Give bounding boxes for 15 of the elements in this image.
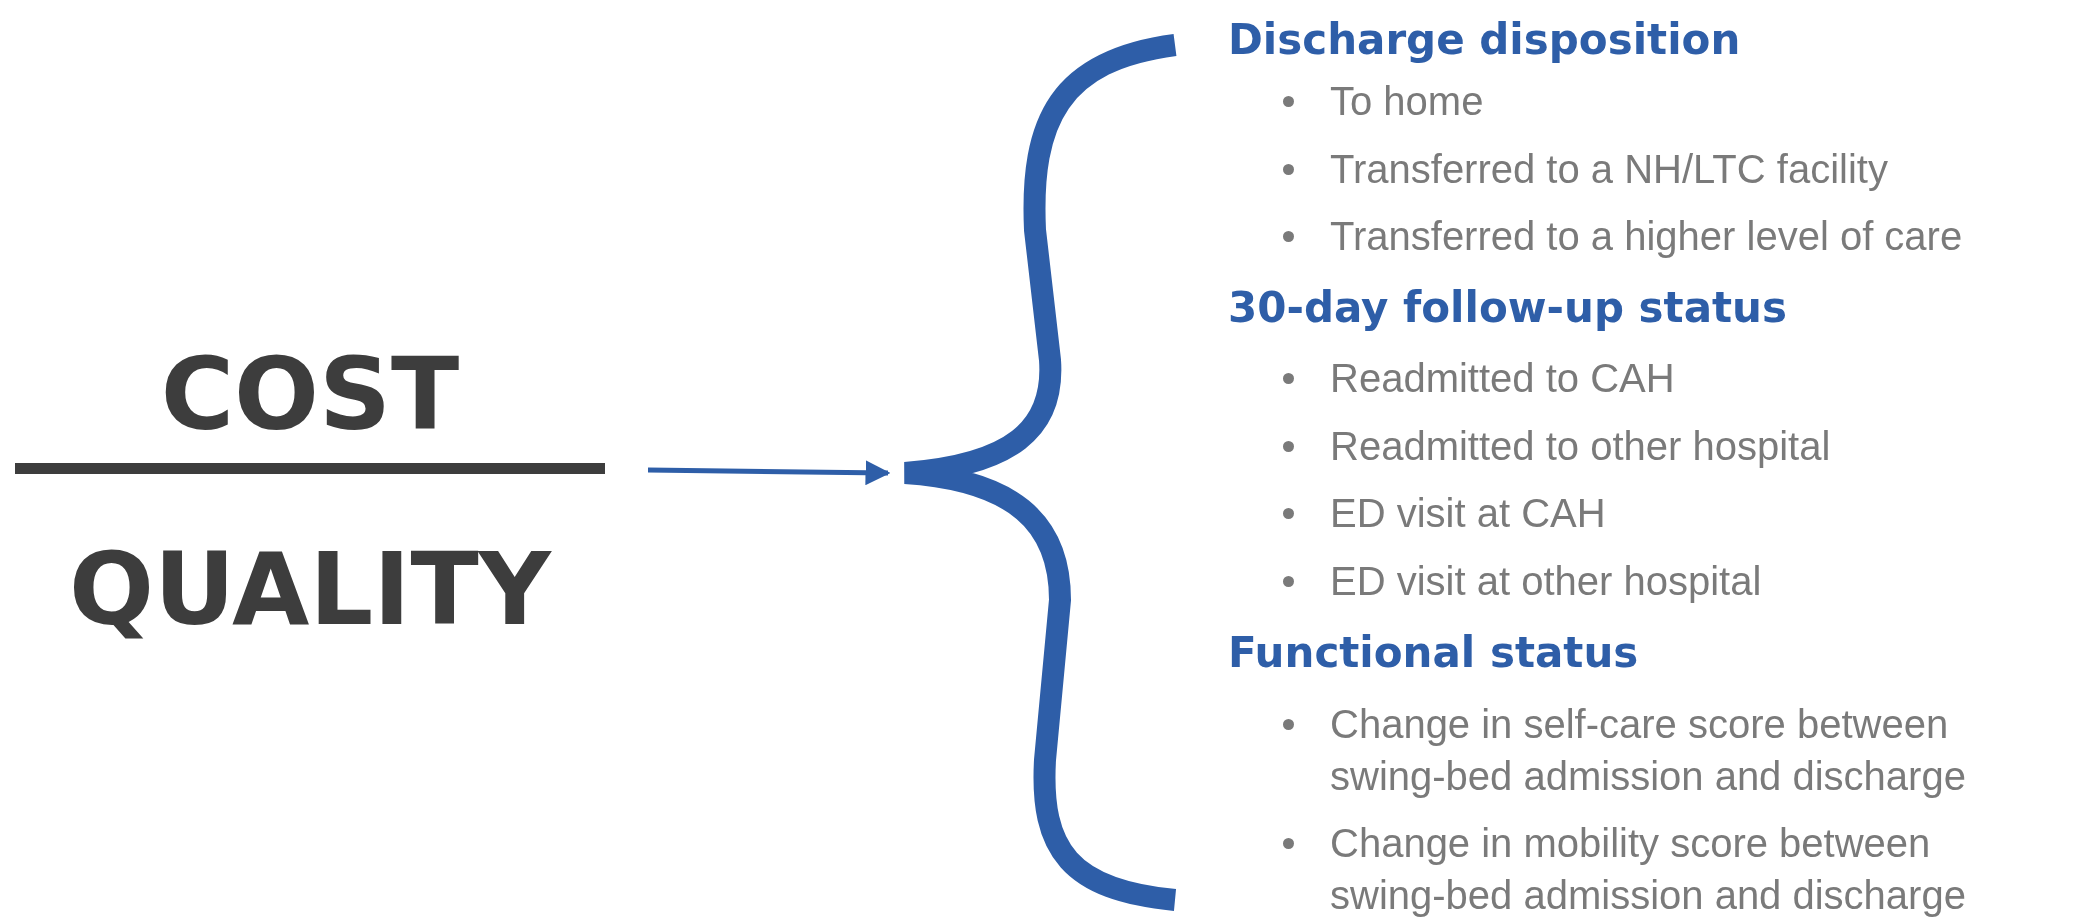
list-item-text: ED visit at other hospital (1330, 558, 1763, 605)
section-heading: Functional status (1228, 627, 1639, 679)
list-item-text: Change in self-care score between swing-bed admission and discharge (1330, 701, 1967, 800)
numerator-text: COST (159, 335, 461, 455)
section-heading: Discharge disposition (1228, 14, 1741, 66)
list-item-text: ED visit at CAH (1330, 490, 1607, 537)
section-heading: 30-day follow-up status (1228, 282, 1787, 334)
list-item-text: Readmitted to CAH (1330, 355, 1676, 402)
list-item-text: Change in mobility score between swing-bed admission and discharge (1330, 820, 1967, 919)
list-item-text: Transferred to a NH/LTC facility (1330, 146, 1889, 193)
list-item-text: Readmitted to other hospital (1330, 423, 1832, 470)
arrow (647, 460, 891, 486)
list-item-text: To home (1330, 78, 1485, 125)
denominator-text: QUALITY (67, 530, 553, 650)
list-item-text: Transferred to a higher level of care (1330, 213, 1964, 260)
